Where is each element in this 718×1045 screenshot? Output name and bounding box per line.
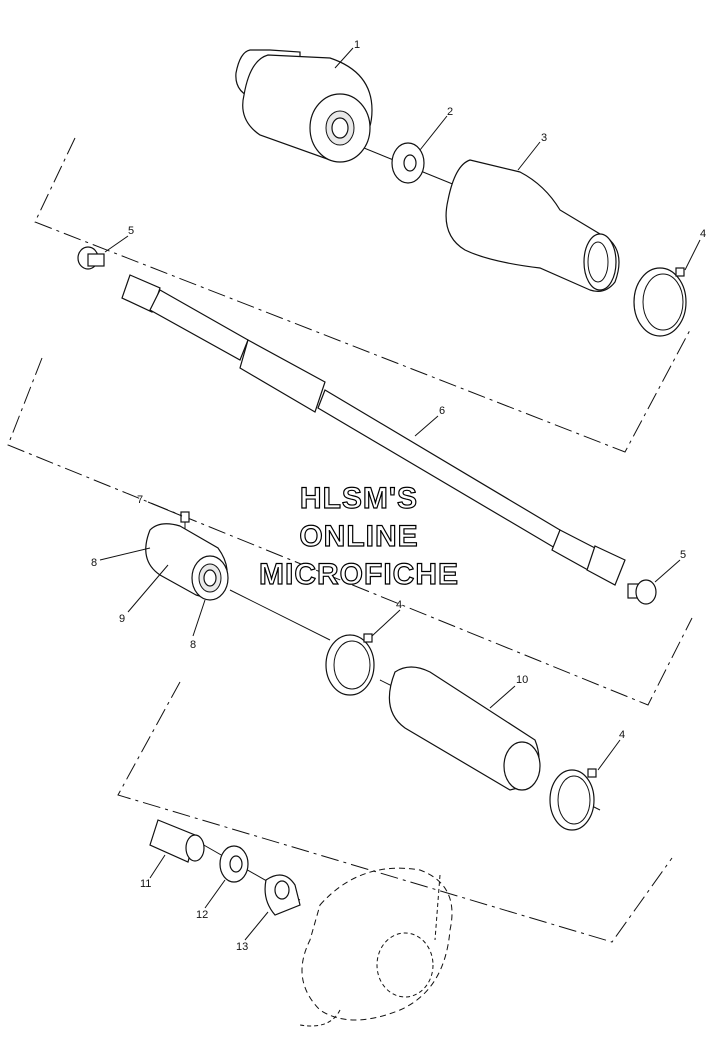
callout-leaders [99,47,701,941]
callout-10: 10 [516,674,528,686]
callout-12: 12 [196,909,208,921]
axis-line-mid [229,589,331,641]
callout-2: 2 [447,106,453,118]
watermark-line-1: HLSM'S [300,482,418,515]
callout-3: 3 [541,132,547,144]
callout-8-left: 8 [91,557,97,569]
part-13-spacer [264,874,301,916]
part-4-clamp-lower [549,768,597,831]
callout-13: 13 [236,941,248,953]
assembly-outline-upper [34,137,691,453]
callout-8-right: 8 [190,639,196,651]
part-6-drive-shaft [121,274,626,586]
watermark-line-2: ONLINE [299,520,418,553]
part-4-clamp-upper [633,267,687,337]
callout-4-lower: 4 [619,729,625,741]
callout-5-lower: 5 [680,549,686,561]
part-2-washer [391,142,425,184]
part-10-tube [388,666,541,791]
callout-7: 7 [137,494,143,506]
part-4-clamp-middle [325,633,375,696]
part-3-boot [445,159,620,292]
part-5-plug-upper [77,246,105,270]
part-12-washer [219,845,249,883]
auger-housing-reference [299,867,453,1027]
part-8-9-yoke [145,523,229,601]
callout-4-upper: 4 [700,228,706,240]
callout-11: 11 [140,878,151,890]
assembly-outline-lower [117,681,673,943]
callout-4-middle: 4 [396,599,402,611]
part-11-stub-shaft [149,819,205,863]
assembly-outline-middle [7,357,693,706]
part-1-bushing [235,49,373,163]
callout-1: 1 [354,39,360,51]
part-5-plug-lower [627,579,657,605]
callout-6: 6 [439,405,445,417]
watermark-line-3: MICROFICHE [259,558,459,591]
callout-9: 9 [119,613,125,625]
callout-5-upper: 5 [128,225,134,237]
